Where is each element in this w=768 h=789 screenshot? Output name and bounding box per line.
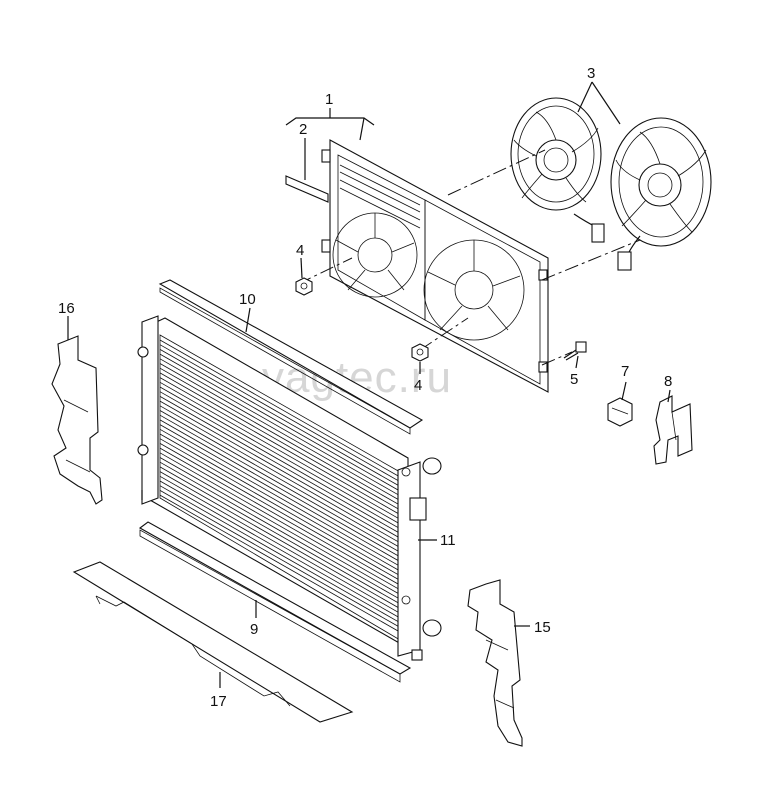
radiator-fin-line	[159, 438, 401, 577]
radiator-fin-line	[159, 367, 401, 506]
callout-2: 2	[299, 121, 307, 138]
callout-11: 11	[440, 532, 456, 549]
radiator-fin-line	[159, 410, 401, 548]
radiator-fin-line	[159, 386, 401, 525]
radiator-fin-line	[159, 494, 401, 633]
left-side-seal	[51, 335, 103, 505]
radiator-fin-line	[159, 414, 401, 553]
radiator-fin-line	[159, 339, 401, 478]
bracket	[653, 395, 693, 465]
radiator-fin-line	[159, 405, 401, 544]
callout-1: 1	[325, 91, 333, 108]
nut-upper	[295, 277, 313, 296]
radiator-fin-line	[159, 363, 401, 501]
fan-shroud	[321, 139, 549, 393]
clip	[607, 397, 633, 427]
radiator-fin-line	[159, 358, 401, 497]
callout-9: 9	[250, 621, 258, 638]
radiator-fin-line	[159, 466, 401, 605]
callout-3: 3	[587, 65, 595, 82]
callout-4-upper: 4	[296, 242, 304, 259]
radiator-fin-line	[159, 443, 401, 581]
right-side-tank	[397, 457, 442, 661]
upper-seal-strip	[158, 279, 424, 435]
radiator-fin-line	[159, 428, 401, 567]
callout-5: 5	[570, 371, 578, 388]
radiator-fin-line	[159, 419, 401, 558]
callout-1-bracket	[285, 108, 375, 141]
radiator-fin-line	[159, 424, 401, 562]
radiator-fin-line	[159, 471, 401, 609]
radiator-fin-line	[159, 381, 401, 520]
radiator-fin-line	[159, 396, 401, 534]
cooling-fan-right	[610, 117, 712, 271]
radiator-fin-line	[159, 457, 401, 595]
callout-16: 16	[58, 300, 75, 317]
lower-seal-strip	[138, 521, 412, 683]
radiator-fin-line	[159, 400, 401, 539]
callout-10: 10	[239, 291, 256, 308]
radiator-fin-line	[159, 475, 401, 614]
radiator-fin-line	[159, 349, 401, 487]
callout-4-lower: 4	[414, 377, 422, 394]
radiator-fin-line	[159, 344, 401, 483]
radiator-fin-line	[159, 447, 401, 586]
radiator-fin-line	[159, 452, 401, 591]
callout-8: 8	[664, 373, 672, 390]
cooling-fan-left	[510, 97, 605, 243]
radiator-fin-line	[159, 372, 401, 511]
radiator-fin-line	[159, 480, 401, 619]
radiator-fins	[159, 339, 401, 633]
nut-lower	[411, 343, 429, 362]
screw	[563, 341, 587, 361]
radiator-fin-line	[159, 461, 401, 600]
seal-strip	[285, 175, 329, 203]
callout-15: 15	[534, 619, 551, 636]
right-side-seal	[467, 579, 523, 747]
radiator	[137, 315, 409, 649]
radiator-fin-line	[159, 353, 401, 492]
radiator-fin-line	[159, 433, 401, 572]
radiator-fin-line	[159, 490, 401, 628]
radiator-fin-line	[159, 391, 401, 530]
radiator-fin-line	[159, 377, 401, 515]
lower-air-guide	[72, 561, 354, 723]
callout-17: 17	[210, 693, 227, 710]
callout-7: 7	[621, 363, 629, 380]
radiator-fin-line	[159, 485, 401, 624]
